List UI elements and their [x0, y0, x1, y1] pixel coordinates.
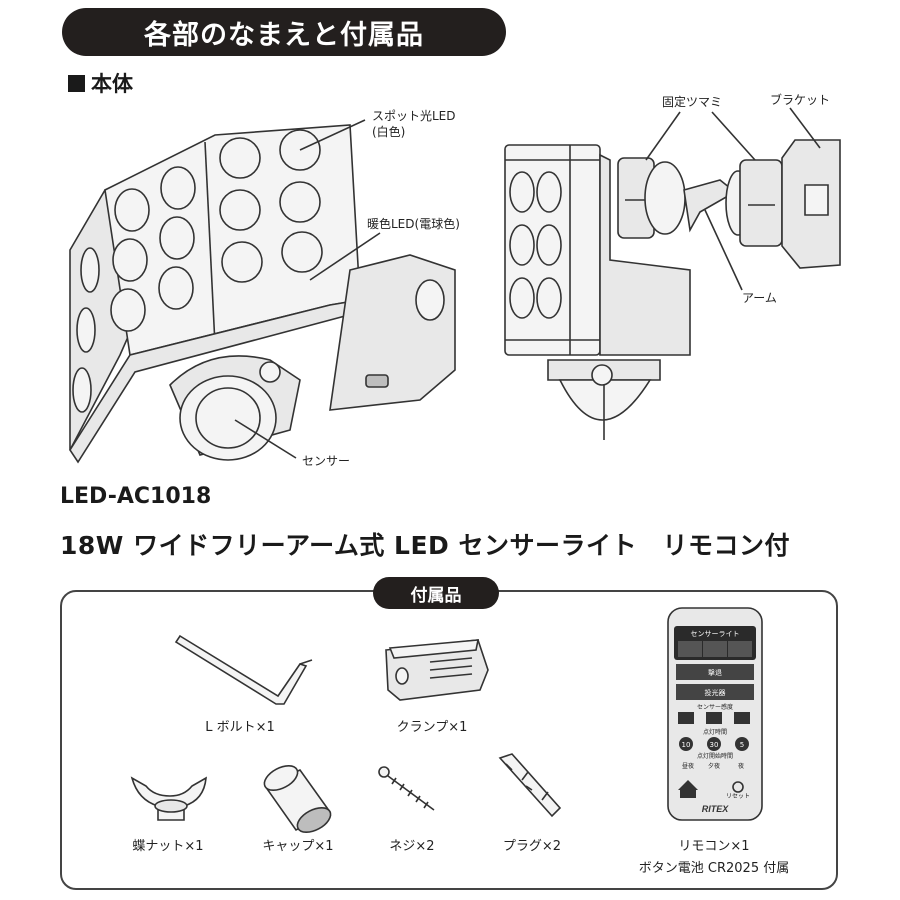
accessories-heading: 付属品	[373, 577, 499, 609]
remote-mode-2: 夕夜	[708, 762, 720, 770]
remote-reset-label: リセット	[726, 793, 750, 800]
acc-label-l-bolt: L ボルト×1	[205, 720, 275, 735]
remote-time-label: 点灯時間	[703, 728, 727, 736]
remote-brand: RITEX	[702, 804, 730, 814]
acc-label-cap: キャップ×1	[262, 839, 334, 854]
remote-sens-label: センサー感度	[697, 703, 733, 711]
side-led-array	[509, 171, 562, 319]
acc-label-clamp: クランプ×1	[396, 720, 468, 735]
acc-label-wing-nut: 蝶ナット×1	[132, 839, 204, 854]
model-number: LED-AC1018	[60, 484, 212, 509]
callout-spot-led-sub: (白色)	[372, 125, 406, 139]
acc-label-remote-note: ボタン電池 CR2025 付属	[638, 861, 790, 876]
remote-mode-1: 昼夜	[682, 762, 694, 770]
remote-mode-3: 夜	[738, 762, 744, 770]
remote-time-1: 10	[682, 741, 691, 749]
section-heading-text: 本体	[91, 72, 133, 96]
remote-time-3: 5	[740, 741, 744, 749]
acc-label-remote: リモコン×1	[678, 839, 750, 854]
callout-warm-led: 暖色LED(電球色)	[367, 217, 460, 231]
light-unit-front-illustration	[69, 119, 456, 464]
square-bullet-icon	[68, 75, 85, 92]
remote-time-2: 30	[710, 741, 719, 749]
callout-arm: アーム	[742, 291, 777, 305]
callout-spot-led-text: スポット光LED	[372, 109, 456, 123]
product-name: 18W ワイドフリーアーム式 LED センサーライト リモコン付	[60, 531, 790, 560]
remote-header-text: センサーライト	[691, 630, 740, 638]
remote-btn-2: 投光器	[705, 688, 726, 697]
spot-led-array-left	[110, 166, 196, 332]
page-title: 各部のなまえと付属品	[62, 8, 506, 56]
callout-bracket: ブラケット	[770, 93, 831, 107]
callout-sensor: センサー	[302, 454, 351, 468]
callout-knob: 固定ツマミ	[662, 95, 723, 109]
acc-label-screw: ネジ×2	[389, 839, 435, 854]
remote-start-label: 点灯開始時間	[697, 752, 733, 760]
acc-label-plug: プラグ×2	[502, 839, 562, 854]
section-heading-body: 本体	[68, 68, 133, 98]
callout-spot-led: スポット光LED (白色)	[372, 108, 456, 140]
spot-led-array-side	[72, 247, 100, 413]
spot-led-array-right	[219, 129, 323, 283]
light-unit-side-illustration	[504, 107, 841, 440]
remote-btn-1: 撃退	[708, 668, 722, 677]
